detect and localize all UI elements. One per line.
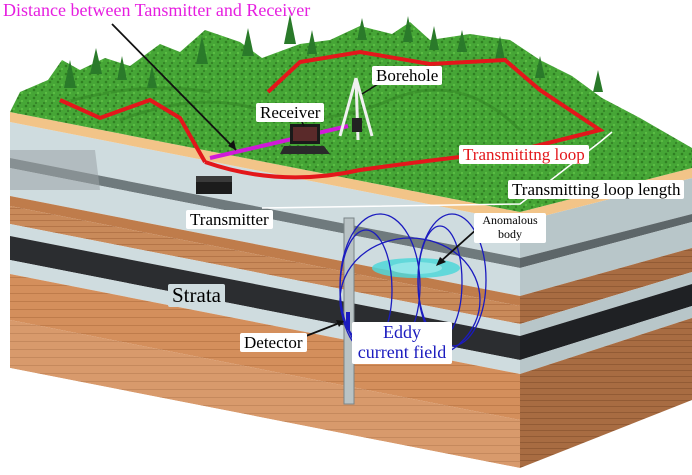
side-stratum-light-thin [520, 272, 692, 336]
stratum-soil-thin [10, 196, 520, 306]
left-stratum-grey [10, 150, 100, 190]
tree [117, 56, 127, 80]
stratum-light-thin [10, 224, 520, 336]
transmitting-loop-length-label: Transmitting loop length [508, 180, 685, 199]
stratum-light-top [10, 122, 520, 258]
detector-label: Detector [240, 333, 307, 352]
side-stratum-light [520, 222, 692, 296]
terrain-ridge [59, 86, 211, 106]
detector-arrowhead [336, 320, 344, 327]
tree [429, 26, 439, 50]
tree [64, 60, 76, 88]
eddy-current-field-label: Eddy current field [352, 322, 452, 364]
tripod-leg [338, 77, 358, 137]
transmitting-loop-label: Transmititng loop [459, 145, 589, 164]
eddy-ring [417, 213, 487, 347]
receiver-base [280, 146, 330, 154]
tree [90, 48, 102, 74]
detector-leader-line [305, 321, 343, 337]
tree [495, 36, 505, 60]
tree [284, 14, 296, 44]
side-stratum-dark [520, 284, 692, 360]
tree [307, 30, 317, 54]
right-side-face [520, 178, 692, 468]
side-stratum-grey [520, 214, 692, 268]
distance-line [209, 124, 349, 160]
transmitting-loop-line [59, 49, 605, 180]
tree [403, 16, 413, 42]
transmitter-body [196, 180, 232, 194]
base-cut [10, 368, 520, 468]
borehole-leader-line [361, 83, 379, 95]
transmitter-lid [196, 176, 232, 182]
receiver-label: Receiver [256, 103, 325, 122]
title-leader-line [111, 23, 237, 151]
tree [457, 30, 467, 52]
tree [593, 70, 603, 92]
loop-length-bracket [261, 131, 613, 209]
terrain-surface [10, 22, 692, 212]
diagram-title: Distance between Tansmitter and Receiver [3, 0, 311, 20]
anomalous-core [390, 262, 442, 274]
borehole-label: Borehole [372, 66, 443, 85]
anomaly-leader-line [439, 227, 479, 263]
tree [535, 56, 545, 78]
tree [357, 18, 367, 40]
tree [147, 66, 157, 88]
trees [64, 14, 603, 92]
title-leader-arrowhead [228, 140, 236, 150]
transmitter-label: Transmitter [186, 210, 273, 229]
stratum-soil-bottom [10, 320, 520, 468]
anomaly-arrowhead [436, 257, 446, 266]
side-stratum-soil-deep [520, 318, 692, 468]
side-stratum-light-lower [520, 306, 692, 374]
anomalous-body-label: Anomalous body [474, 213, 546, 243]
borehole-winch [352, 118, 362, 132]
side-stratum-soil [520, 248, 692, 324]
receiver-device [280, 124, 330, 154]
transmitter-device [196, 176, 232, 194]
borehole-shaft [343, 217, 355, 405]
strata-label: Strata [168, 284, 225, 307]
tree [196, 36, 208, 64]
tree [242, 28, 254, 56]
receiver-display [293, 127, 317, 141]
front-face-strata [10, 122, 520, 468]
tripod-leg [354, 77, 374, 137]
